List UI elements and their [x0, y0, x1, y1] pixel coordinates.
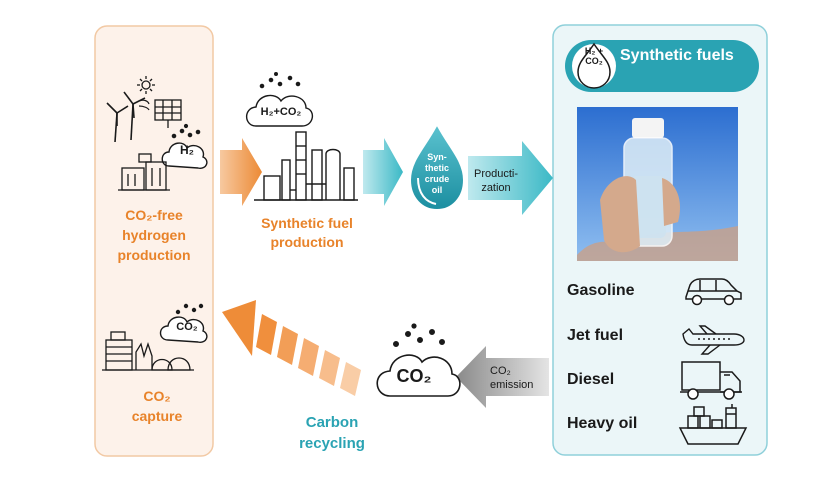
truck-icon: [680, 361, 742, 400]
productization-arrow: [468, 141, 553, 215]
carbon-recycling-label: Carbon recycling: [299, 414, 365, 452]
carbon-recycling-arrow: [222, 300, 361, 396]
header-badge-label: H₂ + CO₂: [584, 46, 604, 66]
synthetic-crude-oil-label: Syn-thetic crude oil: [424, 152, 450, 195]
wind-icon: [138, 99, 150, 111]
h2-label: H₂: [180, 143, 194, 157]
h2-co2-cloud-label: H₂+CO₂: [260, 106, 302, 118]
fuel-gasoline: Gasoline: [567, 282, 635, 299]
co2-capture-label: CO₂ capture: [131, 388, 183, 424]
co2-emission-cloud-label: CO₂: [396, 366, 432, 386]
h2-co2-cloud-icon: [245, 71, 313, 127]
productization-label: Producti-zation: [473, 168, 519, 194]
drop-outline-icon: [577, 42, 611, 89]
co2-capture-cloud-label: CO₂: [176, 321, 198, 333]
fuel-jet-fuel: Jet fuel: [567, 327, 624, 344]
electrolyzer-icon: [118, 153, 170, 191]
co2-cloud-small-icon: [159, 303, 208, 343]
co2-emission-label: CO₂ emission: [490, 365, 534, 391]
synthetic-crude-oil-drop: [408, 121, 466, 212]
car-icon: [685, 278, 742, 306]
airplane-icon: [682, 325, 745, 355]
co2-emission-arrow: [456, 346, 549, 408]
left-panel: [94, 25, 214, 457]
co2-capture-plant-icon: [102, 331, 194, 371]
fuel-diesel: Diesel: [567, 371, 615, 388]
orange-arrow-right: [220, 138, 262, 206]
synthetic-fuels-header: [565, 40, 759, 92]
h2-cloud-icon: [161, 123, 208, 169]
hydrogen-production-label: CO₂-free hydrogen production: [117, 207, 191, 263]
co2-cloud-large-icon: [376, 323, 461, 397]
teal-arrow-to-drop: [363, 138, 403, 206]
sun-icon: [137, 76, 155, 94]
synthetic-fuels-title: Synthetic fuels: [620, 47, 734, 64]
synthetic-fuel-production-label: Synthetic fuel production: [261, 215, 353, 250]
fuel-heavy-oil: Heavy oil: [567, 415, 638, 432]
synthetic-fuel-bottle-photo: [577, 107, 738, 261]
drop-highlight: [417, 177, 437, 205]
solar-panel-icon: [154, 99, 182, 128]
ship-icon: [678, 404, 748, 445]
h2-co2-badge-icon: [572, 44, 616, 88]
wind-turbine-icon: [106, 91, 146, 143]
synthetic-fuel-factory-icon: [254, 131, 358, 201]
